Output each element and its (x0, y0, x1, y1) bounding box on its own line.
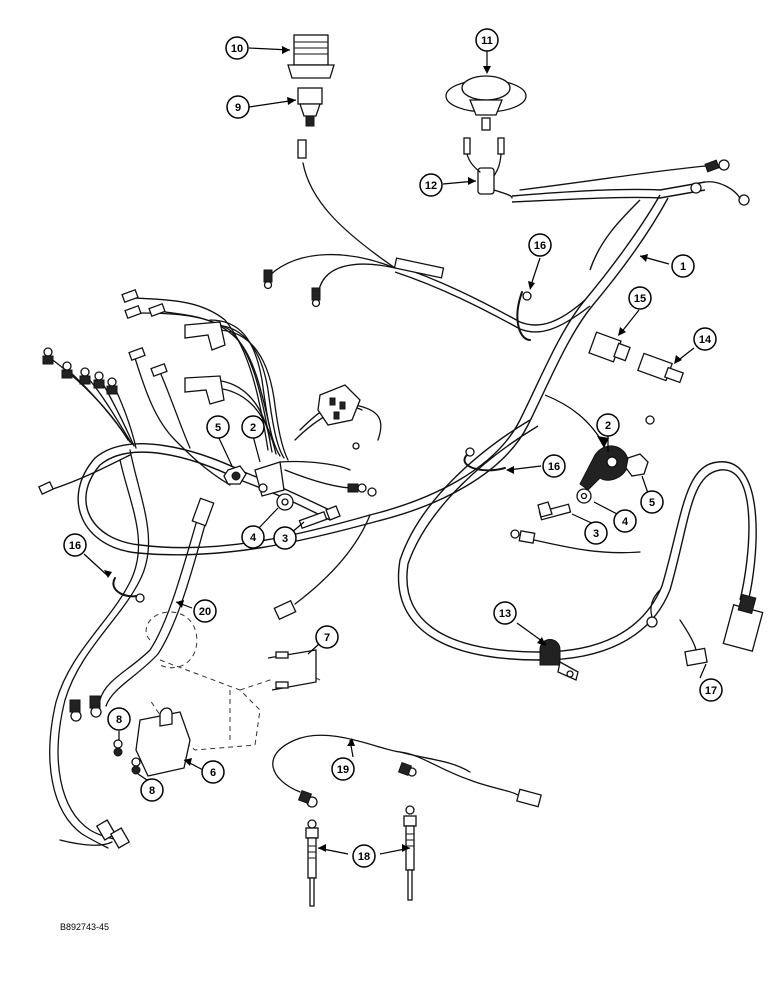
callout-8b-number: 8 (149, 785, 155, 797)
callout-16b-number: 16 (548, 461, 560, 473)
callout-3b-number: 3 (593, 528, 599, 540)
callout-9-number: 9 (235, 102, 241, 114)
callout-3a-number: 3 (282, 533, 288, 545)
callout-19-number: 19 (337, 764, 349, 776)
callout-19: 19 (331, 757, 355, 781)
callout-8a-number: 8 (116, 714, 122, 726)
callout-10-number: 10 (231, 43, 243, 55)
callout-5a-number: 5 (215, 422, 221, 434)
callout-4b: 4 (613, 509, 637, 533)
callout-3a: 3 (273, 526, 297, 550)
figure-reference: B892743-45 (60, 922, 109, 932)
callout-20: 20 (193, 599, 217, 623)
callout-17: 17 (699, 678, 723, 702)
callout-2a-number: 2 (250, 422, 256, 434)
callout-8a: 8 (107, 707, 131, 731)
main-harness (77, 162, 757, 661)
harness-clips (112, 291, 532, 603)
callout-7: 7 (315, 625, 339, 649)
callout-9: 9 (226, 95, 250, 119)
leader-arrowheads (104, 46, 682, 852)
callout-16b: 16 (542, 454, 566, 478)
callout-4a-number: 4 (250, 532, 257, 544)
callout-5b: 5 (640, 490, 664, 514)
connector-17 (646, 589, 764, 667)
callout-16a-number: 16 (534, 240, 546, 252)
callout-5b-number: 5 (649, 497, 655, 509)
glow-plug-wire-19 (272, 734, 542, 808)
callout-16a: 16 (528, 233, 552, 257)
clamp-13 (539, 639, 579, 681)
right-clamp-hardware (537, 394, 649, 521)
callout-11-number: 11 (481, 35, 493, 47)
callout-15-number: 15 (634, 293, 646, 305)
callout-4b-number: 4 (622, 516, 629, 528)
sender-and-adapter (287, 34, 335, 159)
callout-13-number: 13 (499, 608, 511, 620)
callout-18-number: 18 (358, 851, 370, 863)
left-clamp-hardware (223, 461, 341, 530)
callout-16c-number: 16 (69, 540, 81, 552)
callout-10: 10 (225, 36, 249, 60)
sensors (588, 331, 685, 425)
left-wire-bundle (49, 297, 382, 491)
callout-5a: 5 (206, 415, 230, 439)
callout-2b-number: 2 (605, 420, 611, 432)
callout-1: 1 (671, 254, 695, 278)
callout-6-number: 6 (210, 767, 216, 779)
callout-2b: 2 (596, 413, 620, 437)
callout-17-number: 17 (705, 685, 717, 697)
switch-assembly (113, 611, 321, 777)
callout-14-number: 14 (699, 334, 712, 346)
callout-15: 15 (628, 286, 652, 310)
callout-4a: 4 (241, 525, 265, 549)
callout-2a: 2 (241, 415, 265, 439)
center-connectors (273, 514, 641, 621)
relay-connector (317, 384, 377, 497)
callout-16c: 16 (63, 533, 87, 557)
callout-6: 6 (201, 760, 225, 784)
callout-7-number: 7 (324, 632, 330, 644)
callout-1-number: 1 (680, 261, 686, 273)
callout-20-number: 20 (199, 606, 211, 618)
push-button-switch (445, 75, 750, 206)
left-terminals (38, 269, 321, 496)
callout-8b: 8 (140, 778, 164, 802)
callout-14: 14 (693, 327, 717, 351)
callout-13: 13 (493, 601, 517, 625)
callouts: 1 2 2 3 3 4 4 5 (63, 28, 723, 868)
wire-lead-20 (49, 449, 215, 849)
callout-18: 18 (352, 844, 376, 868)
callout-12-number: 12 (425, 180, 437, 192)
callout-11: 11 (475, 28, 499, 52)
callout-3b: 3 (584, 521, 608, 545)
callout-12: 12 (419, 173, 443, 197)
